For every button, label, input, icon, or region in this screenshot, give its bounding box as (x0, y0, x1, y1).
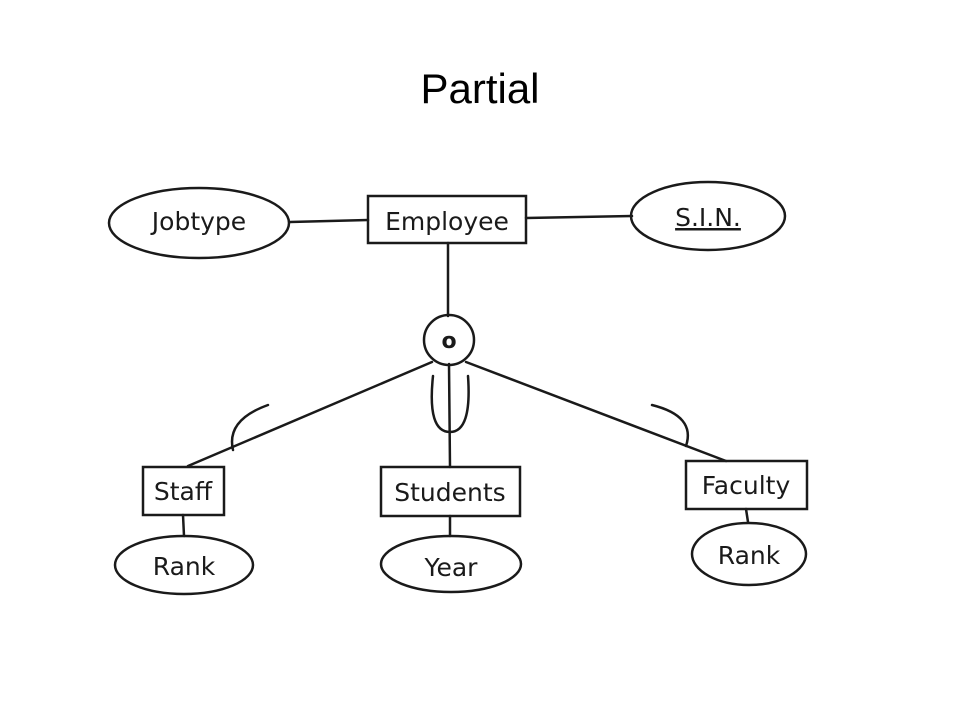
faculty-to-rank-line (744, 507, 750, 524)
faculty-rank-attribute-ellipse (690, 521, 808, 587)
faculty-label: Faculty (702, 471, 791, 500)
jobtype-attribute-ellipse (107, 186, 291, 260)
faculty-rank-label: Rank (718, 541, 781, 570)
faculty-entity-box (684, 459, 809, 511)
sin-label: S.I.N. (675, 203, 741, 232)
students-year-label: Year (424, 553, 479, 582)
faculty-subset-arc (650, 403, 690, 448)
jobtype-label: Jobtype (150, 207, 246, 236)
employee-label: Employee (385, 207, 509, 236)
staff-entity-box (141, 465, 226, 517)
employee-entity-box (366, 194, 528, 245)
sin-attribute-ellipse (629, 180, 787, 252)
staff-to-rank-line (181, 513, 186, 538)
overlap-specialization-circle (422, 313, 476, 367)
students-subset-arc (430, 374, 470, 434)
students-year-attribute-ellipse (379, 534, 523, 594)
circle-to-students-line (447, 362, 452, 469)
sin-connector (524, 214, 634, 220)
students-entity-box (379, 465, 522, 518)
staff-rank-label: Rank (153, 552, 216, 581)
overlap-symbol-label: o (441, 329, 456, 354)
staff-rank-attribute-ellipse (113, 534, 255, 596)
circle-to-faculty-line (464, 360, 728, 463)
staff-subset-arc (230, 403, 270, 452)
circle-to-staff-line (186, 360, 434, 468)
students-label: Students (394, 478, 505, 507)
staff-label: Staff (154, 477, 213, 506)
slide-title: Partial (420, 65, 540, 112)
jobtype-connector (288, 218, 370, 224)
